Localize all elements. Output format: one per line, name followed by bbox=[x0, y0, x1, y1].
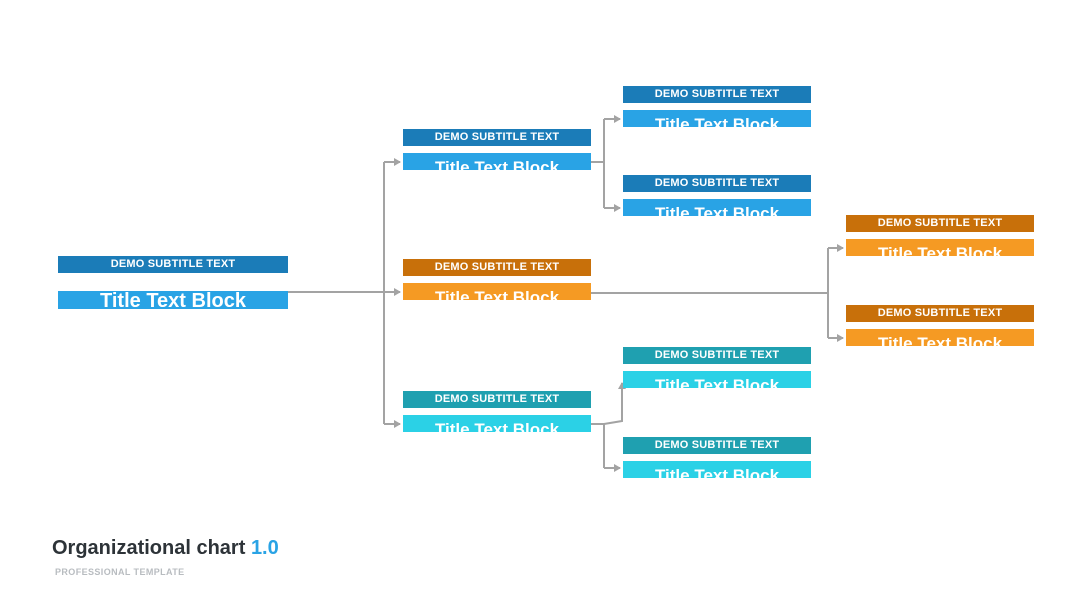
level2-node-teal-1[interactable]: DEMO SUBTITLE TEXT Title Text Block bbox=[623, 347, 811, 388]
level2-blue-1-subtitle: DEMO SUBTITLE TEXT bbox=[623, 86, 811, 103]
level2-blue-2-subtitle: DEMO SUBTITLE TEXT bbox=[623, 175, 811, 192]
level2-orange-2-title-block: Title Text Block bbox=[846, 329, 1034, 346]
root-title-block: Title Text Block bbox=[58, 291, 288, 309]
version-label: 1.0 bbox=[250, 537, 279, 559]
level2-node-blue-2[interactable]: DEMO SUBTITLE TEXT Title Text Block bbox=[623, 175, 811, 216]
level2-blue-1-title-block: Title Text Block bbox=[623, 110, 811, 127]
level1-teal-title: Title Text Block bbox=[434, 420, 560, 432]
level1-blue-subtitle: DEMO SUBTITLE TEXT bbox=[403, 129, 591, 146]
root-title: Title Text Block bbox=[100, 291, 246, 309]
level2-teal-1-subtitle: DEMO SUBTITLE TEXT bbox=[623, 347, 811, 364]
connector-teal-diagonal bbox=[603, 382, 626, 425]
level2-orange-1-title: Title Text Block bbox=[877, 244, 1003, 256]
level1-teal-title-block: Title Text Block bbox=[403, 415, 591, 432]
level1-node-blue[interactable]: DEMO SUBTITLE TEXT Title Text Block bbox=[403, 129, 591, 170]
root-subtitle: DEMO SUBTITLE TEXT bbox=[58, 256, 288, 273]
level2-node-teal-2[interactable]: DEMO SUBTITLE TEXT Title Text Block bbox=[623, 437, 811, 478]
level2-teal-2-title-block: Title Text Block bbox=[623, 461, 811, 478]
level1-node-orange[interactable]: DEMO SUBTITLE TEXT Title Text Block bbox=[403, 259, 591, 300]
level2-teal-1-title-block: Title Text Block bbox=[623, 371, 811, 388]
page-title-text: Organizational chart bbox=[52, 537, 246, 559]
level2-teal-1-title: Title Text Block bbox=[654, 376, 780, 388]
level2-node-orange-2[interactable]: DEMO SUBTITLE TEXT Title Text Block bbox=[846, 305, 1034, 346]
level1-teal-subtitle: DEMO SUBTITLE TEXT bbox=[403, 391, 591, 408]
level2-orange-1-title-block: Title Text Block bbox=[846, 239, 1034, 256]
level2-blue-2-title: Title Text Block bbox=[654, 204, 780, 216]
level2-orange-1-subtitle: DEMO SUBTITLE TEXT bbox=[846, 215, 1034, 232]
level2-blue-1-title: Title Text Block bbox=[654, 115, 780, 127]
level1-node-teal[interactable]: DEMO SUBTITLE TEXT Title Text Block bbox=[403, 391, 591, 432]
root-node[interactable]: DEMO SUBTITLE TEXT Title Text Block bbox=[58, 256, 288, 309]
page-subtitle: PROFESSIONAL TEMPLATE bbox=[55, 567, 185, 577]
page-title: Organizational chart 1.0 bbox=[52, 537, 279, 560]
level2-node-orange-1[interactable]: DEMO SUBTITLE TEXT Title Text Block bbox=[846, 215, 1034, 256]
level2-node-blue-1[interactable]: DEMO SUBTITLE TEXT Title Text Block bbox=[623, 86, 811, 127]
level2-orange-2-title: Title Text Block bbox=[877, 334, 1003, 346]
level2-orange-2-subtitle: DEMO SUBTITLE TEXT bbox=[846, 305, 1034, 322]
level1-blue-title: Title Text Block bbox=[434, 158, 560, 170]
level2-teal-2-title: Title Text Block bbox=[654, 466, 780, 478]
level2-blue-2-title-block: Title Text Block bbox=[623, 199, 811, 216]
level1-orange-title: Title Text Block bbox=[434, 288, 560, 300]
level1-blue-title-block: Title Text Block bbox=[403, 153, 591, 170]
level2-teal-2-subtitle: DEMO SUBTITLE TEXT bbox=[623, 437, 811, 454]
level1-orange-subtitle: DEMO SUBTITLE TEXT bbox=[403, 259, 591, 276]
level1-orange-title-block: Title Text Block bbox=[403, 283, 591, 300]
